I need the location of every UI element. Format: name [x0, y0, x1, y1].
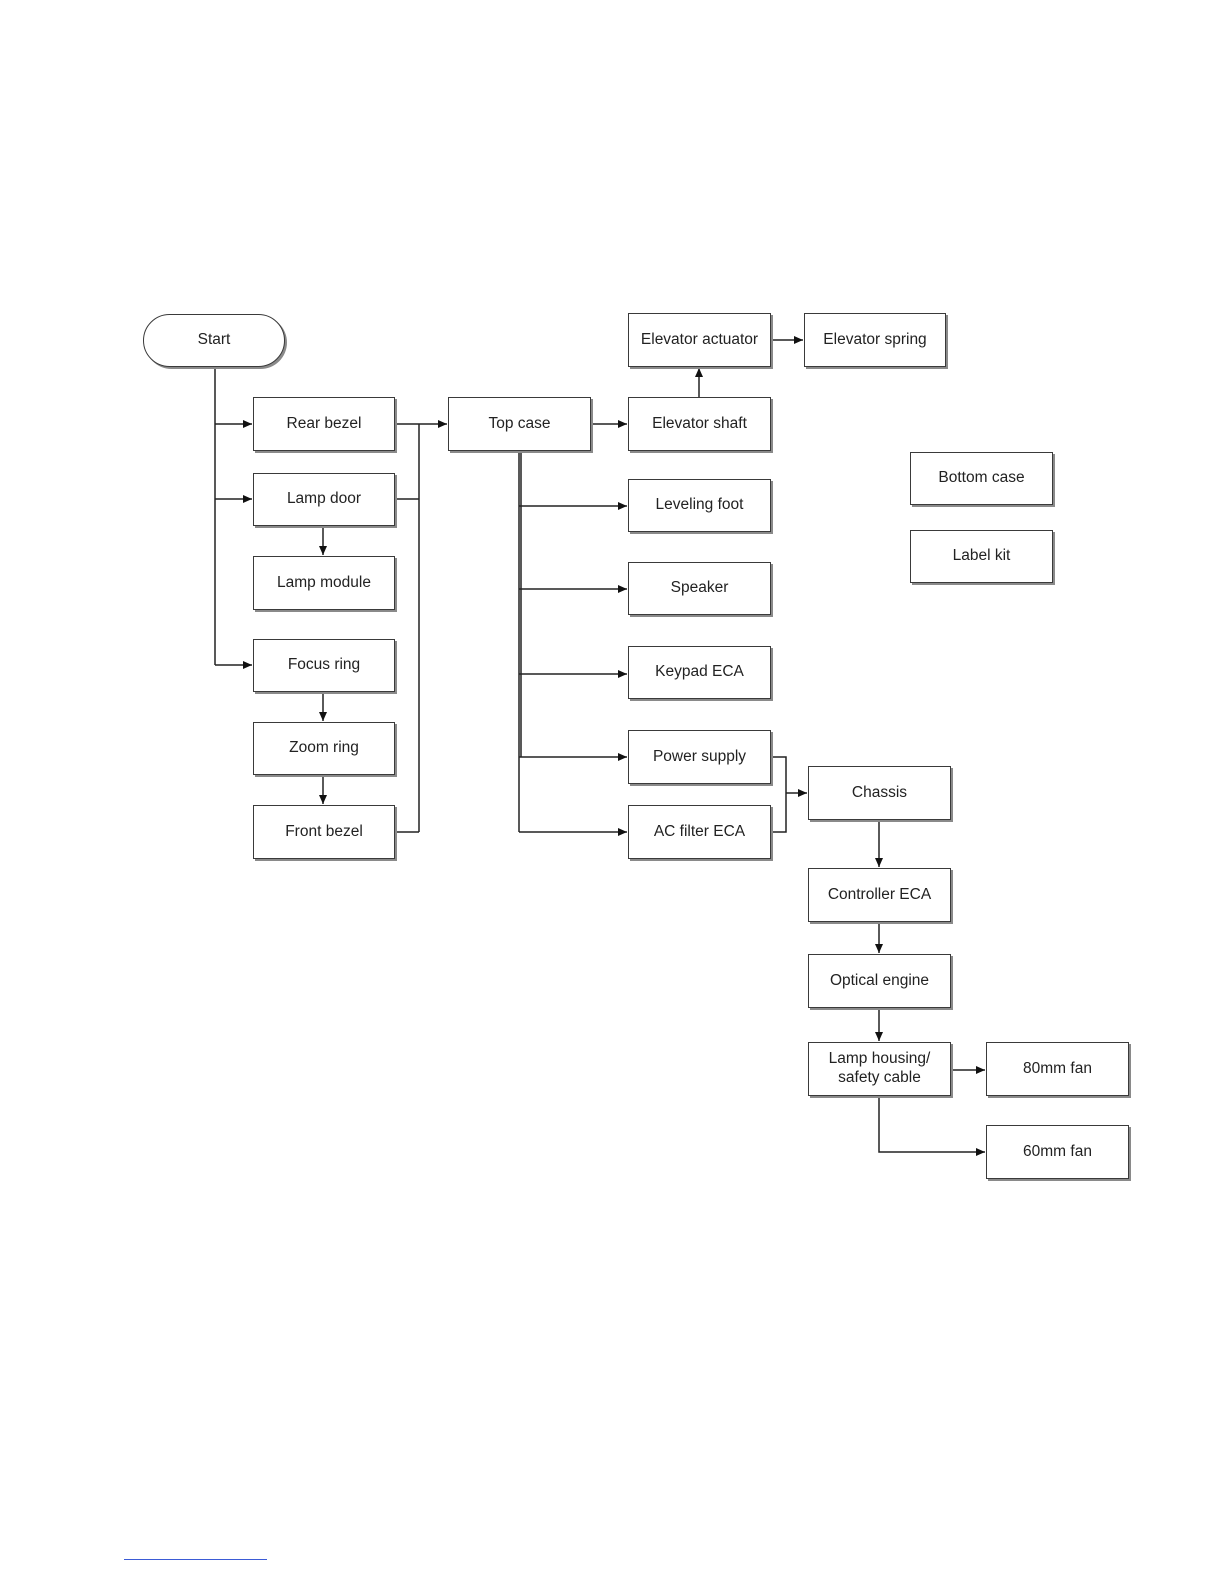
- node-elevator-shaft: Elevator shaft: [628, 397, 771, 451]
- node-power-supply: Power supply: [628, 730, 771, 784]
- node-keypad-eca: Keypad ECA: [628, 646, 771, 699]
- node-rear-bezel: Rear bezel: [253, 397, 395, 451]
- node-chassis: Chassis: [808, 766, 951, 820]
- node-top-case: Top case: [448, 397, 591, 451]
- node-front-bezel: Front bezel: [253, 805, 395, 859]
- node-speaker: Speaker: [628, 562, 771, 615]
- node-leveling-foot: Leveling foot: [628, 479, 771, 532]
- node-lamp-housing: Lamp housing/ safety cable: [808, 1042, 951, 1096]
- node-lamp-door: Lamp door: [253, 473, 395, 526]
- edge-power-supply-out: [771, 757, 786, 832]
- node-lamp-module: Lamp module: [253, 556, 395, 610]
- node-optical-engine: Optical engine: [808, 954, 951, 1008]
- node-80mm-fan: 80mm fan: [986, 1042, 1129, 1096]
- node-60mm-fan: 60mm fan: [986, 1125, 1129, 1179]
- node-elevator-actuator: Elevator actuator: [628, 313, 771, 367]
- node-zoom-ring: Zoom ring: [253, 722, 395, 775]
- node-ac-filter-eca: AC filter ECA: [628, 805, 771, 859]
- footnote-rule: [124, 1559, 267, 1560]
- edge-lamp-housing-60mm: [879, 1096, 985, 1152]
- node-start: Start: [143, 314, 285, 367]
- node-focus-ring: Focus ring: [253, 639, 395, 692]
- node-elevator-spring: Elevator spring: [804, 313, 946, 367]
- node-bottom-case: Bottom case: [910, 452, 1053, 505]
- node-controller-eca: Controller ECA: [808, 868, 951, 922]
- node-label-kit: Label kit: [910, 530, 1053, 583]
